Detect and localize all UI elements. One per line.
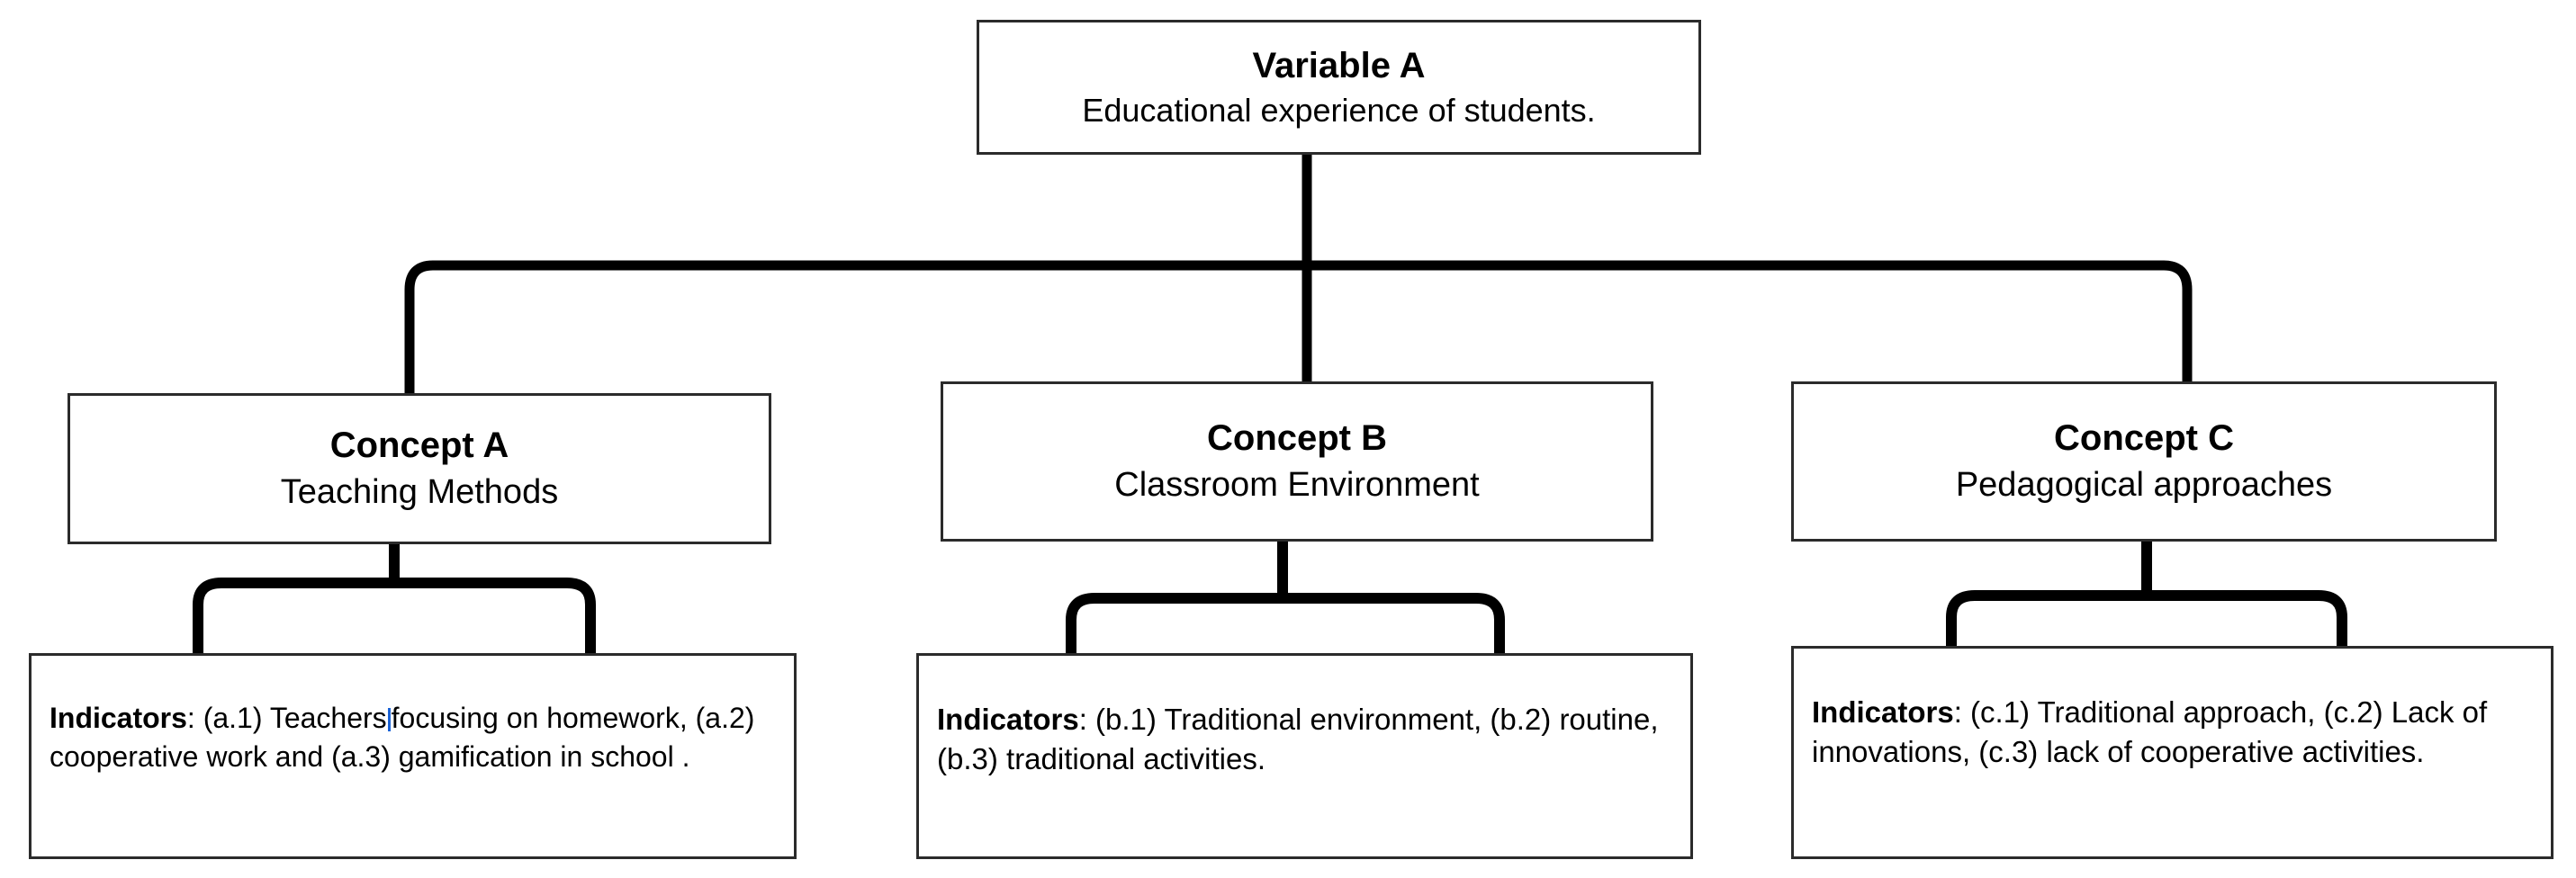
connector-concept-b-bracket bbox=[1066, 593, 1505, 653]
node-indicators-b[interactable]: Indicators: (b.1) Traditional environmen… bbox=[916, 653, 1693, 859]
variable-a-title: Variable A bbox=[1252, 46, 1426, 86]
indicators-a-text-after-caret: focusing on homework, (a.2) cooperative … bbox=[50, 702, 755, 773]
concept-b-description: Classroom Environment bbox=[1114, 466, 1480, 505]
indicators-b-body: Indicators: (b.1) Traditional environmen… bbox=[937, 700, 1672, 779]
node-indicators-c[interactable]: Indicators: (c.1) Traditional approach, … bbox=[1791, 646, 2553, 859]
node-concept-c[interactable]: Concept C Pedagogical approaches bbox=[1791, 381, 2497, 542]
indicators-b-label: Indicators bbox=[937, 703, 1079, 736]
node-concept-a[interactable]: Concept A Teaching Methods bbox=[68, 393, 771, 544]
connector-concept-a-bracket bbox=[193, 578, 596, 653]
indicators-c-label: Indicators bbox=[1812, 695, 1954, 729]
indicators-c-text: (c.1) Traditional approach, (c.2) Lack o… bbox=[1812, 695, 2488, 768]
text-caret-icon bbox=[387, 708, 391, 731]
indicators-a-label: Indicators bbox=[50, 702, 187, 734]
indicators-b-text: (b.1) Traditional environment, (b.2) rou… bbox=[937, 703, 1659, 775]
concept-c-title: Concept C bbox=[2054, 418, 2234, 459]
indicators-c-body: Indicators: (c.1) Traditional approach, … bbox=[1812, 693, 2533, 772]
concept-b-title: Concept B bbox=[1207, 418, 1387, 459]
concept-a-title: Concept A bbox=[329, 426, 509, 466]
concept-c-description: Pedagogical approaches bbox=[1955, 466, 2333, 505]
connector-concept-c-bracket bbox=[1946, 590, 2347, 646]
node-concept-b[interactable]: Concept B Classroom Environment bbox=[941, 381, 1653, 542]
node-variable-a[interactable]: Variable A Educational experience of stu… bbox=[977, 20, 1701, 155]
indicators-a-separator: : bbox=[186, 702, 195, 734]
concept-a-description: Teaching Methods bbox=[280, 473, 559, 512]
variable-a-description: Educational experience of students. bbox=[1082, 92, 1596, 130]
connector-root-to-concept-c bbox=[1307, 260, 2193, 396]
indicators-a-text-before-caret: (a.1) Teachers bbox=[194, 702, 387, 734]
indicators-c-separator: : bbox=[1953, 695, 1962, 729]
connector-root-to-concept-a bbox=[404, 260, 1307, 396]
indicators-b-separator: : bbox=[1078, 703, 1087, 736]
